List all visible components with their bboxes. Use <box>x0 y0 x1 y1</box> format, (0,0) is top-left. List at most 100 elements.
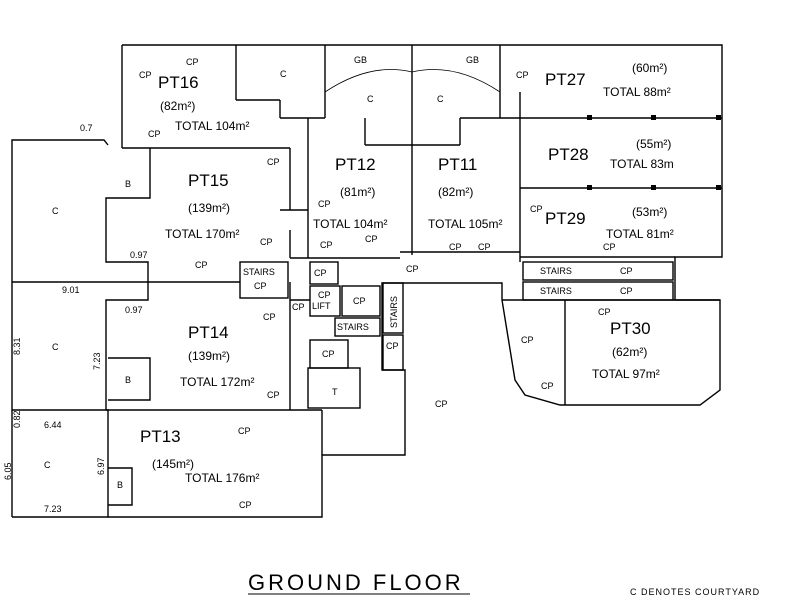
unit-total: TOTAL 172m² <box>180 375 254 389</box>
dim-label: 0.97 <box>125 305 143 315</box>
unit-name: PT11 <box>438 155 477 174</box>
room-labels: C GB GB C C C C C B B B T STAIRS CP STAI… <box>44 55 633 510</box>
carpark-label: CP <box>620 286 633 296</box>
carpark-label: CP <box>521 335 534 345</box>
garbage-bin-label: GB <box>354 55 367 65</box>
unit-name: PT12 <box>335 155 376 174</box>
courtyard-label: C <box>52 206 59 216</box>
unit-area: (53m²) <box>632 205 667 219</box>
stairs-label: STAIRS <box>337 322 369 332</box>
carpark-label: CP <box>267 157 280 167</box>
carpark-label: CP <box>239 500 252 510</box>
courtyard-label: C <box>437 94 444 104</box>
unit-area: (62m²) <box>612 345 647 359</box>
unit-total: TOTAL 105m² <box>428 217 502 231</box>
unit-pt29: PT29 (53m²) TOTAL 81m² <box>545 205 674 241</box>
carpark-label: CP <box>238 426 251 436</box>
carpark-label: CP <box>139 70 152 80</box>
unit-name: PT29 <box>545 209 586 228</box>
carpark-label: CP <box>386 341 399 351</box>
unit-pt14: PT14 (139m²) TOTAL 172m² <box>180 323 254 389</box>
unit-area: (82m²) <box>160 99 195 113</box>
unit-name: PT27 <box>545 70 586 89</box>
unit-area: (139m²) <box>188 201 230 215</box>
carpark-label: CP <box>267 390 280 400</box>
unit-area: (82m²) <box>438 185 473 199</box>
dim-label: 0.82 <box>12 410 22 428</box>
carpark-label: CP <box>318 290 331 300</box>
dim-label: 0.97 <box>130 250 148 260</box>
carpark-label: CP <box>478 242 491 252</box>
carpark-label: CP <box>322 349 335 359</box>
stairs-label: STAIRS <box>540 286 572 296</box>
dim-label: 6.97 <box>96 457 106 475</box>
unit-area: (81m²) <box>340 185 375 199</box>
carpark-label: CP <box>530 204 543 214</box>
dim-label: 7.23 <box>44 504 62 514</box>
carpark-label: CP <box>292 302 305 312</box>
unit-pt11: PT11 (82m²) TOTAL 105m² <box>428 155 502 231</box>
carpark-label: CP <box>620 266 633 276</box>
unit-total: TOTAL 104m² <box>175 119 249 133</box>
courtyard-label: C <box>52 342 59 352</box>
courtyard-label: C <box>367 94 374 104</box>
carpark-label: CP <box>318 199 331 209</box>
dim-label: 6.44 <box>44 420 62 430</box>
unit-pt28: PT28 (55m²) TOTAL 83m <box>548 137 674 171</box>
carpark-label: CP <box>449 242 462 252</box>
stairs-label: STAIRS <box>243 267 275 277</box>
dim-label: 7.23 <box>92 352 102 370</box>
unit-name: PT28 <box>548 145 589 164</box>
carpark-label: CP <box>406 264 419 274</box>
courtyard-label: C <box>280 69 287 79</box>
unit-pt30: PT30 (62m²) TOTAL 97m² <box>592 319 660 381</box>
dim-label: 6.05 <box>3 462 13 480</box>
dim-label: 0.7 <box>80 123 93 133</box>
carpark-label: CP <box>320 240 333 250</box>
carpark-label: CP <box>541 381 554 391</box>
toilet-label: T <box>332 387 338 397</box>
unit-pt13: PT13 (145m²) TOTAL 176m² <box>140 427 259 485</box>
carpark-label: CP <box>260 237 273 247</box>
dimensions: 0.7 0.97 9.01 0.97 8.31 7.23 0.82 6.44 6… <box>3 123 148 514</box>
carpark-label: CP <box>263 312 276 322</box>
carpark-label: CP <box>516 70 529 80</box>
unit-pt16: PT16 (82m²) TOTAL 104m² <box>158 73 249 133</box>
unit-total: TOTAL 97m² <box>592 367 660 381</box>
bedroom-label: B <box>125 375 131 385</box>
courtyard-label: C <box>44 460 51 470</box>
carpark-label: CP <box>186 57 199 67</box>
legend-note: C DENOTES COURTYARD <box>630 587 760 597</box>
garbage-bin-label: GB <box>466 55 479 65</box>
unit-pt12: PT12 (81m²) TOTAL 104m² <box>313 155 387 231</box>
carpark-label: CP <box>148 129 161 139</box>
unit-name: PT16 <box>158 73 199 92</box>
unit-pt27: PT27 (60m²) TOTAL 88m² <box>545 61 671 99</box>
dim-label: 8.31 <box>12 337 22 355</box>
carpark-label: CP <box>435 399 448 409</box>
unit-area: (55m²) <box>636 137 671 151</box>
bedroom-label: B <box>117 480 123 490</box>
carpark-label: CP <box>314 268 327 278</box>
unit-name: PT15 <box>188 171 229 190</box>
dim-label: 9.01 <box>62 285 80 295</box>
unit-total: TOTAL 88m² <box>603 85 671 99</box>
carpark-label: CP <box>254 281 267 291</box>
walls <box>11 44 723 518</box>
carpark-label: CP <box>195 260 208 270</box>
carpark-label: CP <box>598 307 611 317</box>
unit-total: TOTAL 176m² <box>185 471 259 485</box>
stairs-label: STAIRS <box>389 296 399 328</box>
unit-name: PT30 <box>610 319 651 338</box>
carpark-label: CP <box>353 296 366 306</box>
markers <box>587 115 721 190</box>
unit-pt15: PT15 (139m²) TOTAL 170m² <box>165 171 239 241</box>
unit-area: (145m²) <box>152 457 194 471</box>
unit-total: TOTAL 104m² <box>313 217 387 231</box>
lift-label: LIFT <box>312 301 331 311</box>
stairs-label: STAIRS <box>540 266 572 276</box>
bedroom-label: B <box>125 179 131 189</box>
unit-name: PT14 <box>188 323 229 342</box>
unit-total: TOTAL 170m² <box>165 227 239 241</box>
